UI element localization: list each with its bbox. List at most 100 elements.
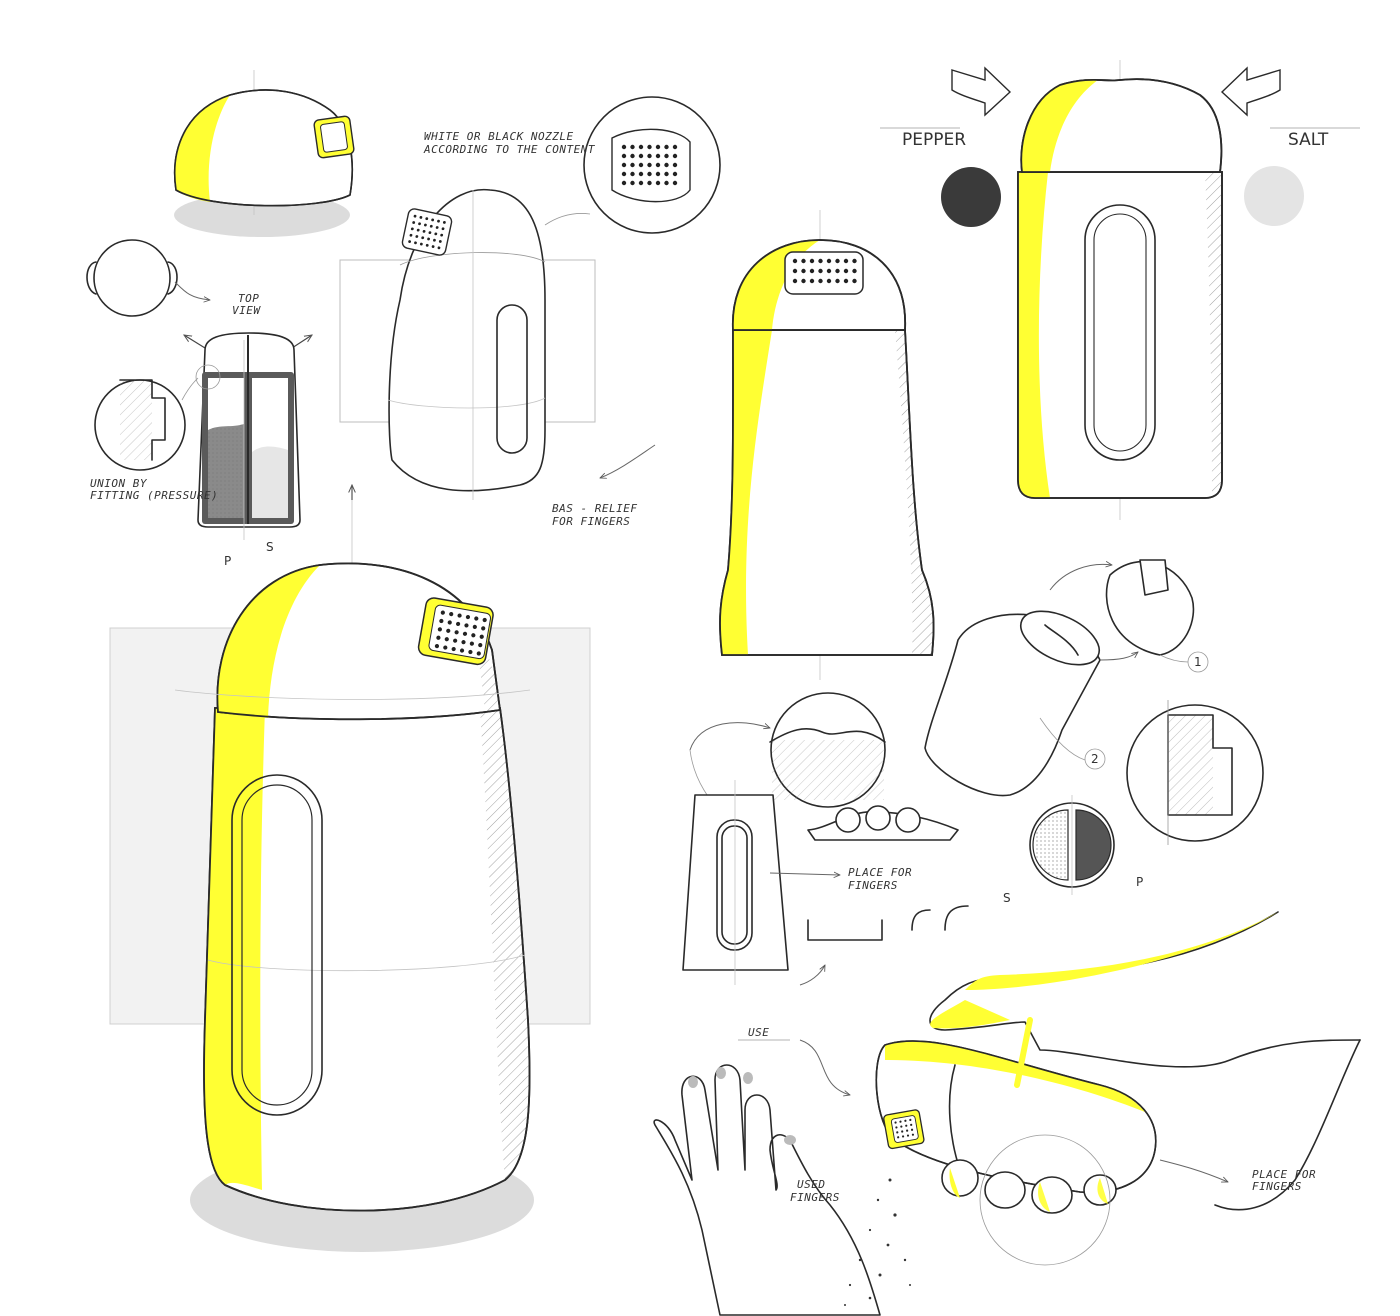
magnified-nozzle-dots bbox=[621, 144, 678, 186]
cap-highlight bbox=[174, 95, 230, 202]
nozzle-hole bbox=[818, 268, 823, 274]
section-label-p: P bbox=[224, 554, 231, 568]
salt-pepper-disc: S P bbox=[1003, 795, 1143, 905]
nozzle-hole bbox=[461, 640, 466, 645]
use-shaker-nozzle bbox=[883, 1109, 925, 1150]
nozzle-hole bbox=[638, 162, 644, 168]
nozzle-hole bbox=[664, 162, 669, 168]
nozzle-hole bbox=[436, 635, 441, 640]
salt-swatch bbox=[1244, 166, 1304, 226]
nozzle-hole bbox=[413, 214, 417, 218]
nozzle-hole bbox=[899, 1120, 902, 1123]
nozzle-hole bbox=[852, 258, 857, 264]
nozzle-hole bbox=[415, 235, 419, 238]
nozzle-hole bbox=[459, 648, 465, 653]
bas-relief-label-line2: FOR FINGERS bbox=[552, 515, 630, 528]
nozzle-hole bbox=[809, 258, 815, 264]
nozzle-hole bbox=[630, 144, 635, 150]
nozzle-hole bbox=[852, 268, 857, 274]
nozzle-hole bbox=[809, 278, 815, 284]
nozzle-hole bbox=[901, 1130, 904, 1133]
nozzle-hole bbox=[638, 171, 644, 177]
nozzle-hole bbox=[630, 171, 635, 177]
nozzle-hole bbox=[809, 268, 815, 274]
salt-fill bbox=[252, 446, 288, 518]
nozzle-hole bbox=[672, 144, 678, 150]
nozzle-hole bbox=[429, 224, 433, 228]
main-bottle-render bbox=[109, 485, 591, 1252]
nozzle-hole bbox=[647, 162, 652, 168]
nozzle-hole bbox=[409, 233, 413, 237]
nozzle-hole bbox=[904, 1119, 907, 1122]
nozzle-hole bbox=[897, 1136, 900, 1139]
nozzle-hole bbox=[843, 278, 849, 284]
nozzle-label-line2: ACCORDING TO THE CONTENT bbox=[423, 143, 596, 156]
callout-2: 2 bbox=[1091, 752, 1099, 766]
nozzle-hole bbox=[419, 216, 423, 219]
use-shaker-nozzle-dots bbox=[894, 1118, 915, 1139]
union-label-line2: FITTING (PRESSURE) bbox=[90, 489, 218, 502]
nozzle-hole bbox=[910, 1128, 914, 1131]
nozzle-hole bbox=[630, 162, 635, 168]
nozzle-hole bbox=[457, 613, 462, 618]
nozzle-hole bbox=[900, 1125, 903, 1128]
rotate-arrow-right-icon bbox=[1220, 66, 1281, 117]
nozzle-hole bbox=[630, 153, 635, 159]
nozzle-hole bbox=[444, 637, 449, 642]
nozzle-hole bbox=[451, 646, 456, 652]
top-view-label-line2: VIEW bbox=[232, 304, 261, 317]
union-label-line1: UNION BY bbox=[90, 477, 148, 490]
nozzle-hole bbox=[664, 144, 669, 150]
nozzle-hole bbox=[835, 278, 840, 284]
section-label-s: S bbox=[266, 540, 274, 554]
salt-label: SALT bbox=[1288, 130, 1329, 150]
nozzle-hole bbox=[664, 180, 669, 186]
nozzle-hole bbox=[826, 268, 832, 274]
union-detail: UNION BY FITTING (PRESSURE) bbox=[90, 364, 221, 502]
nozzle-hole bbox=[621, 162, 627, 168]
nozzle-hole bbox=[835, 258, 840, 264]
nozzle-hole bbox=[431, 245, 435, 248]
nozzle-hole bbox=[843, 268, 849, 274]
nozzle-hole bbox=[621, 171, 627, 177]
nozzle-hole bbox=[647, 144, 652, 150]
front-bottle-render bbox=[719, 210, 935, 680]
section-view: P S bbox=[184, 332, 312, 568]
nozzle-hole bbox=[416, 228, 420, 232]
nozzle-hole bbox=[901, 1135, 905, 1138]
nozzle-hole bbox=[424, 223, 427, 227]
nozzle-hole bbox=[801, 278, 806, 284]
nozzle-hole bbox=[801, 268, 806, 274]
main-bottle-highlight bbox=[204, 708, 265, 1190]
place-fingers-label-line1: PLACE FOR bbox=[848, 866, 912, 879]
nozzle-hole bbox=[481, 626, 486, 631]
nozzle-hole bbox=[638, 144, 644, 150]
pepper-specks bbox=[844, 1178, 911, 1306]
pepper-salt-bottle: PEPPER SALT bbox=[880, 60, 1360, 520]
nozzle-hole bbox=[801, 258, 806, 264]
used-fingers-label-line1: USED bbox=[797, 1178, 826, 1191]
nozzle-hole bbox=[478, 643, 483, 648]
nozzle-hole bbox=[472, 624, 477, 629]
nozzle-hole bbox=[440, 233, 444, 237]
nozzle-hole bbox=[449, 611, 454, 617]
nozzle-hole bbox=[427, 237, 430, 241]
nozzle-hole bbox=[419, 242, 423, 246]
nozzle-hole bbox=[469, 641, 474, 646]
nozzle-hole bbox=[434, 232, 438, 236]
nozzle-hole bbox=[453, 638, 458, 643]
nozzle-hole bbox=[439, 618, 444, 624]
nozzle-hole bbox=[909, 1118, 912, 1122]
nozzle-hole bbox=[638, 180, 644, 186]
use-label: USE bbox=[748, 1026, 769, 1039]
rotate-arrow-left-icon bbox=[951, 66, 1012, 117]
nozzle-hole bbox=[852, 278, 857, 284]
nozzle-hole bbox=[910, 1123, 913, 1126]
nozzle-hole bbox=[894, 1121, 897, 1124]
nozzle-hole bbox=[647, 180, 652, 186]
nozzle-label-line1: WHITE OR BLACK NOZZLE bbox=[424, 130, 574, 143]
nozzle-hole bbox=[792, 278, 798, 284]
nozzle-hole bbox=[906, 1129, 909, 1132]
nozzle-hole bbox=[425, 243, 429, 247]
